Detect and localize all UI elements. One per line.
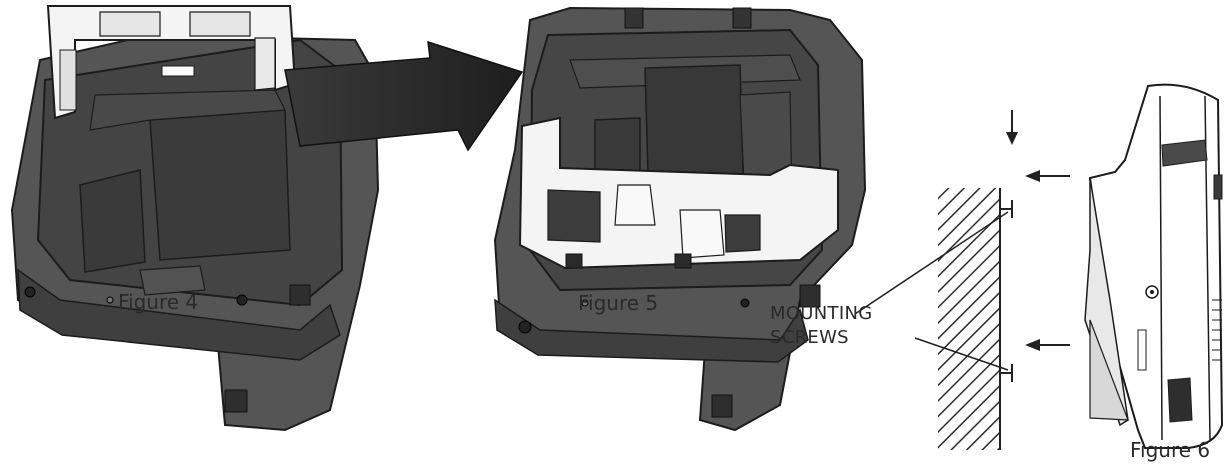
transition-arrow	[284, 40, 524, 152]
caption-figure-4: Figure 4	[118, 290, 199, 314]
figure-6-illustration	[854, 83, 1224, 450]
callout-line-2: SCREWS	[770, 327, 849, 348]
callout-leader-lower	[914, 337, 1009, 371]
down-arrow-slide	[1006, 110, 1018, 145]
caption-figure-6: Figure 6	[1130, 438, 1211, 462]
lower-mounting-screw	[1000, 364, 1013, 382]
upper-arrow-to-wall	[1025, 170, 1070, 182]
upper-mounting-screw	[1000, 200, 1013, 218]
lower-arrow-to-wall	[1025, 339, 1070, 351]
figure-5-illustration	[493, 6, 867, 432]
callout-line-1: MOUNTING	[770, 303, 873, 324]
figure-4-illustration	[10, 5, 380, 432]
callout-label: MOUNTING SCREWS	[770, 302, 872, 350]
caption-figure-5: Figure 5	[578, 291, 659, 315]
callout-leader-upper	[854, 211, 1009, 315]
wall-hatching	[938, 188, 1000, 450]
